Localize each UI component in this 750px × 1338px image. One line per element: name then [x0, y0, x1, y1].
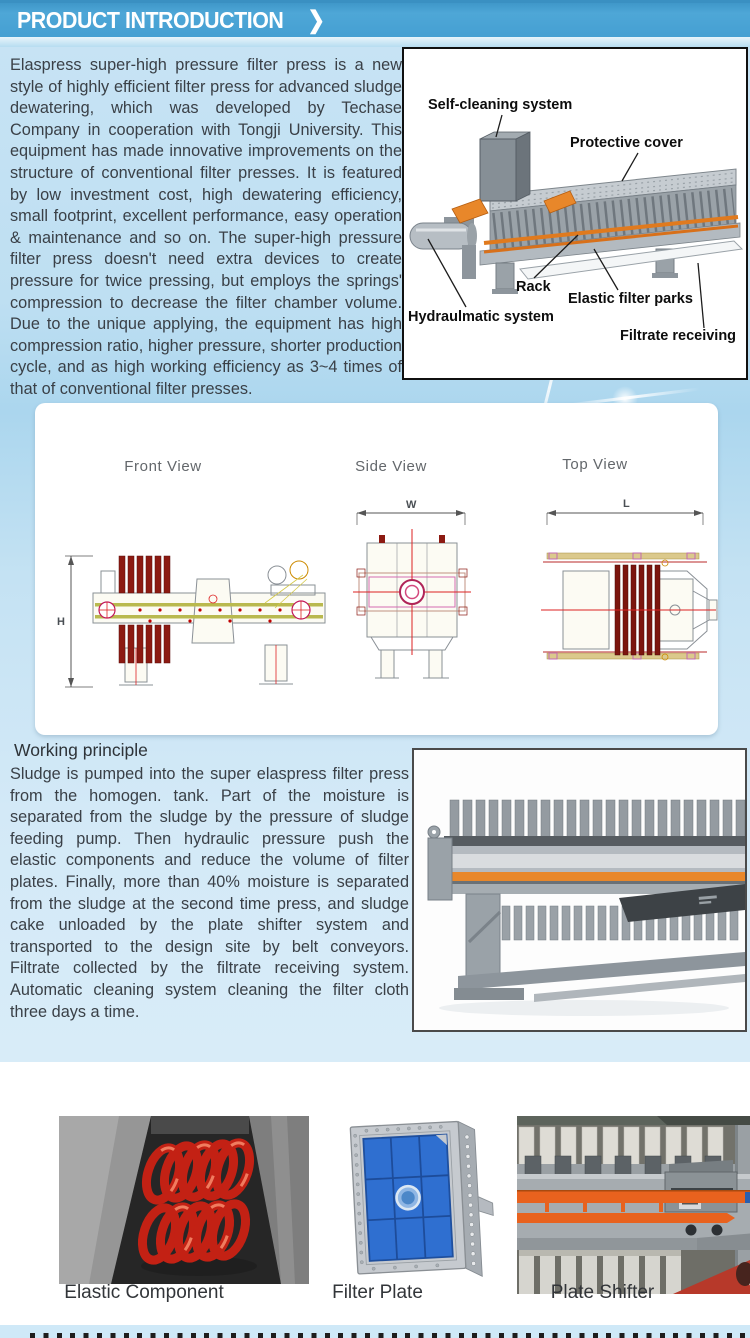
caption-filter-plate: Filter Plate — [332, 1282, 423, 1303]
side-view-label: Side View — [355, 458, 427, 475]
plate-shifter-photo — [517, 1116, 750, 1294]
cad-drawings: Front View Side View Top View — [57, 456, 718, 688]
plate-shifter-image — [517, 1116, 750, 1294]
caption-plate-shifter: Plate Shifter — [550, 1282, 655, 1303]
technical-views-panel: Front View Side View Top View — [35, 403, 718, 735]
filter-press-machine-image — [414, 750, 745, 1030]
diagram-label-filtrate-receiving: Filtrate receiving — [620, 328, 736, 344]
labeled-machine-diagram: Self-cleaning system Protective cover Ra… — [402, 47, 748, 380]
dimension-l-label: L — [623, 498, 630, 510]
intro-paragraph: Elaspress super-high pressure filter pre… — [10, 56, 402, 398]
section-title: PRODUCT INTRODUCTION — [17, 6, 284, 33]
front-view-label: Front View — [124, 458, 201, 475]
top-view-label: Top View — [562, 456, 627, 473]
filter-plate-image — [340, 1111, 495, 1289]
springs-image — [59, 1116, 309, 1284]
filter-plate-photo — [340, 1102, 495, 1298]
bottom-dotted-band — [0, 1325, 750, 1338]
diagram-label-self-cleaning: Self-cleaning system — [428, 97, 572, 113]
diagram-label-hydraulmatic-system: Hydraulmatic system — [408, 309, 554, 325]
chevron-right-icon: ❯ — [307, 6, 326, 34]
machine-illustration: Self-cleaning system Protective cover Ra… — [408, 97, 744, 344]
header-substrip — [0, 37, 750, 47]
dimension-h-label: H — [57, 616, 65, 628]
caption-elastic-component: Elastic Component — [64, 1282, 224, 1303]
diagram-label-elastic-filter-parks: Elastic filter parks — [568, 291, 693, 307]
working-principle-paragraph: Sludge is pumped into the super elaspres… — [10, 765, 409, 1021]
dimension-w-label: W — [406, 499, 417, 511]
filter-press-photo — [412, 748, 747, 1032]
working-principle-heading: Working principle — [14, 740, 148, 760]
elastic-component-photo — [59, 1116, 309, 1284]
section-header: PRODUCT INTRODUCTION ❯ — [0, 0, 750, 37]
diagram-label-rack: Rack — [516, 279, 552, 295]
diagram-label-protective-cover: Protective cover — [570, 135, 683, 151]
